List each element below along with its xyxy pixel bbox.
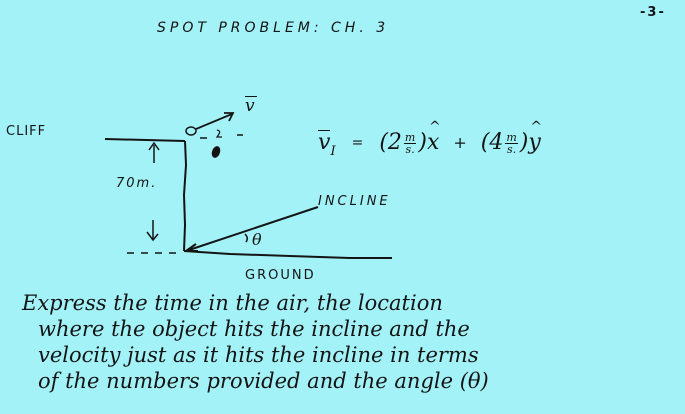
velocity-vector-label: v [245,96,257,116]
plus-sign: + [453,133,467,152]
projectile-circle-icon [185,126,197,136]
y-unit-vector: y [528,119,542,155]
x-value: 2 [387,130,402,155]
cliff-face-line [182,140,188,252]
incline-arrowhead-icon [185,243,198,252]
page-number: -3- [640,5,666,20]
prompt-line: of the numbers provided and the angle (θ… [38,369,489,393]
equation-lhs: vI [318,130,336,159]
problem-title: SPOT PROBLEM: CH. 3 [157,20,390,36]
velocity-arrowhead-icon [224,112,235,122]
lhs-subscript: I [330,144,336,159]
angle-arc-icon [244,233,249,243]
prompt-line: velocity just as it hits the incline in … [38,343,479,367]
incline-label: INCLINE [318,194,391,209]
x-unit-numerator: m [403,130,417,144]
x-component: (2ms.)x [379,119,441,156]
y-unit-numerator: m [505,130,518,144]
y-unit-denominator: s. [507,142,517,156]
incline-line [185,206,319,252]
velocity-label-text: v [245,96,257,116]
y-component: (4ms.)y [481,119,543,156]
cliff-label: CLIFF [6,124,47,139]
height-arrow-up-icon [148,141,160,151]
prompt-line: where the object hits the incline and th… [38,317,470,341]
cliff-top-line [104,138,186,142]
prompt-line: Express the time in the air, the locatio… [22,291,443,315]
ground-label: GROUND [245,268,316,283]
lhs-vector: v [318,130,331,155]
y-value: 4 [489,130,504,155]
angle-mark-icon [215,129,222,138]
x-unit-denominator: s. [405,142,415,156]
x-unit-vector: x [427,119,441,155]
initial-velocity-equation: vI = (2ms.)x + (4ms.)y [318,119,543,159]
height-arrow-down-icon [146,231,159,242]
height-label: 70m. [116,176,158,191]
equals-sign: = [351,134,364,151]
angle-theta-label: θ [252,230,264,249]
problem-prompt: Express the time in the air, the locatio… [22,290,682,394]
ink-blot [211,146,221,158]
ground-line [183,250,392,259]
velocity-arrow-shaft [195,113,233,130]
